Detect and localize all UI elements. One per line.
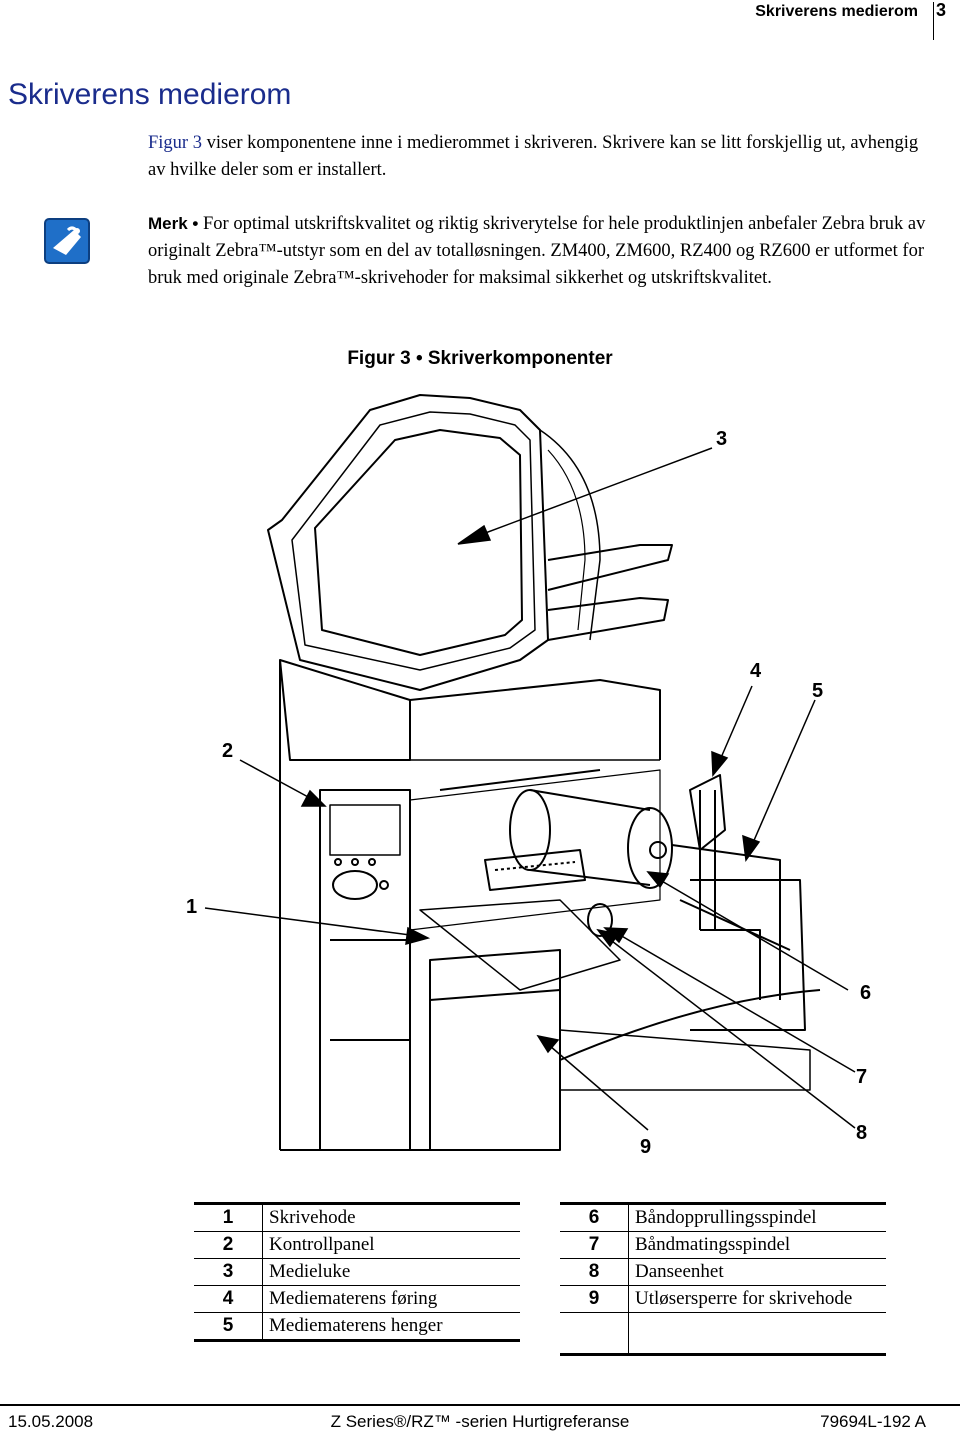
- callout-1: 1: [186, 896, 198, 918]
- legend-label: Danseenhet: [628, 1258, 886, 1286]
- legend-label: Båndmatingsspindel: [628, 1231, 886, 1259]
- legend-number: 5: [194, 1312, 263, 1342]
- callout-6: 6: [860, 982, 872, 1004]
- legend-label: Båndopprullingsspindel: [628, 1202, 886, 1232]
- header-divider: [933, 2, 934, 40]
- legend-number: 4: [194, 1285, 263, 1313]
- legend-label: Utløsersperre for skrivehode: [628, 1285, 886, 1313]
- legend-number: 6: [560, 1202, 629, 1232]
- intro-text: viser komponentene inne i medierommet i …: [148, 133, 919, 180]
- callout-4: 4: [750, 660, 762, 682]
- note-hand-icon: [44, 218, 90, 264]
- page-number: 3: [935, 0, 946, 20]
- printer-illustration: [204, 394, 856, 1151]
- running-header: Skriverens medierom: [755, 3, 918, 20]
- legend-number: 3: [194, 1258, 263, 1286]
- callout-2: 2: [222, 740, 234, 762]
- figure-caption: Figur 3 • Skriverkomponenter: [347, 348, 613, 369]
- legend-number: 7: [560, 1231, 629, 1259]
- legend-number: 8: [560, 1258, 629, 1286]
- legend-label: Skrivehode: [262, 1202, 520, 1232]
- legend-label: Mediematerens føring: [262, 1285, 520, 1313]
- legend-number: 9: [560, 1285, 629, 1313]
- legend-number: 1: [194, 1202, 263, 1232]
- legend-row-empty: [560, 1312, 886, 1356]
- footer-date: 15.05.2008: [8, 1412, 94, 1431]
- legend-number: 2: [194, 1231, 263, 1259]
- footer-document-title: Z Series®/RZ™ -serien Hurtigreferanse: [330, 1412, 630, 1431]
- callout-3: 3: [716, 428, 728, 450]
- figure-link[interactable]: Figur 3: [148, 133, 202, 153]
- page-title: Skriverens medierom: [8, 78, 292, 111]
- note-lead: Merk •: [148, 214, 199, 233]
- callout-7: 7: [856, 1066, 868, 1088]
- footer-doc-code: 79694L-192 A: [820, 1412, 926, 1431]
- footer-divider: [0, 1404, 960, 1406]
- callout-5: 5: [812, 680, 824, 702]
- intro-paragraph: Figur 3 viser komponentene inne i medier…: [148, 130, 938, 184]
- callout-9: 9: [640, 1136, 652, 1158]
- legend-label: Medieluke: [262, 1258, 520, 1286]
- note-text: For optimal utskriftskvalitet og riktig …: [148, 214, 926, 288]
- callout-8: 8: [856, 1122, 868, 1144]
- legend-label: Mediematerens henger: [262, 1312, 520, 1342]
- legend-label: Kontrollpanel: [262, 1231, 520, 1259]
- note-paragraph: Merk • For optimal utskriftskvalitet og …: [148, 210, 938, 292]
